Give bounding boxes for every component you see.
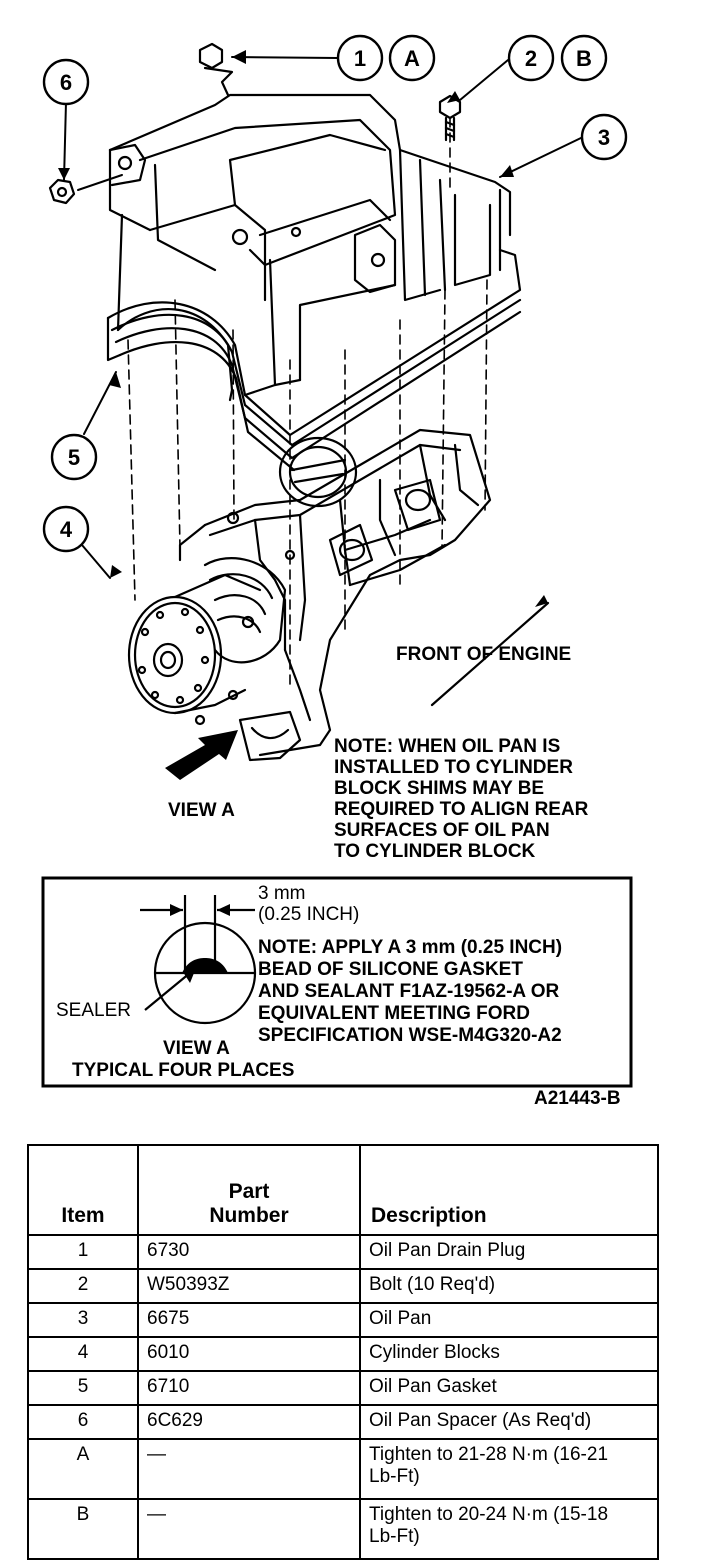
callout-5 [50, 433, 98, 481]
row-part-number: 6710 [137, 1370, 361, 1406]
callout-5-text: 5 [68, 445, 80, 470]
row-description-line: Tighten to 21-28 N·m (16-21 [369, 1444, 609, 1465]
figure-id: A21443-B [534, 1088, 621, 1109]
callout-b-text: B [576, 46, 592, 71]
detail-view-a-label: VIEW A [163, 1038, 230, 1059]
row-part-number: — [137, 1438, 361, 1500]
header-item: Item [27, 1144, 139, 1236]
row-description: Cylinder Blocks [359, 1336, 659, 1372]
sealant-note-line: EQUIVALENT MEETING FORD [258, 1003, 530, 1024]
dimension-inch: (0.25 INCH) [258, 904, 359, 925]
shim-note: NOTE: WHEN OIL PAN IS INSTALLED TO CYLIN… [334, 736, 589, 862]
callout-a [388, 34, 436, 82]
typical-four-places: TYPICAL FOUR PLACES [72, 1060, 294, 1081]
row-description: Oil Pan Drain Plug [359, 1234, 659, 1270]
row-item: A [27, 1438, 139, 1500]
table-row: 1 6730 Oil Pan Drain Plug [27, 1234, 659, 1270]
view-a-detail-box: 3 mm (0.25 INCH) SEALER VIEW A TYPICAL F… [41, 876, 633, 1088]
sealant-note-line: AND SEALANT F1AZ-19562-A OR [258, 981, 560, 1002]
row-description: Oil Pan Gasket [359, 1370, 659, 1406]
oil-pan-drawing [106, 93, 522, 472]
pan-bolt [438, 94, 462, 142]
sealant-note-line: BEAD OF SILICONE GASKET [258, 959, 523, 980]
row-description-line: Lb-Ft) [369, 1526, 420, 1547]
table-row: 6 6C629 Oil Pan Spacer (As Req'd) [27, 1404, 659, 1440]
oil-pan-exploded-diagram: 1 A 2 B 3 4 5 6 FRONT OF ENGINE VIEW A N… [41, 34, 633, 1109]
shim-note-line: TO CYLINDER BLOCK [334, 841, 536, 862]
callout-4 [42, 505, 90, 553]
row-description-line: Tighten to 20-24 N·m (15-18 [369, 1504, 609, 1525]
header-part-line2: Number [209, 1204, 289, 1227]
table-row: 5 6710 Oil Pan Gasket [27, 1370, 659, 1406]
table-row: 2 W50393Z Bolt (10 Req'd) [27, 1268, 659, 1304]
row-part-number: 6010 [137, 1336, 361, 1372]
row-item: 3 [27, 1302, 139, 1338]
callout-2-text: 2 [525, 46, 537, 71]
callout-6-text: 6 [60, 70, 72, 95]
shim-note-line: INSTALLED TO CYLINDER [334, 757, 573, 778]
row-description: Oil Pan Spacer (As Req'd) [359, 1404, 659, 1440]
front-of-engine-label: FRONT OF ENGINE [396, 644, 571, 665]
cylinder-block-drawing [127, 428, 492, 762]
row-description-line: Lb-Ft) [369, 1466, 420, 1487]
callout-4-text: 4 [60, 517, 73, 542]
callout-a-text: A [404, 46, 420, 71]
sealant-note: NOTE: APPLY A 3 mm (0.25 INCH) BEAD OF S… [258, 937, 562, 1046]
row-item: 1 [27, 1234, 139, 1270]
drain-plug-bolt [198, 42, 234, 97]
sealant-note-line: SPECIFICATION WSE-M4G320-A2 [258, 1025, 562, 1046]
row-part-number: W50393Z [137, 1268, 361, 1304]
shim-note-line: SURFACES OF OIL PAN [334, 820, 550, 841]
callout-2 [507, 34, 555, 82]
row-description: Bolt (10 Req'd) [359, 1268, 659, 1304]
row-part-number: 6675 [137, 1302, 361, 1338]
alignment-lines [127, 117, 488, 691]
row-item: 2 [27, 1268, 139, 1304]
header-part-line1: Part [228, 1180, 270, 1203]
shim-note-line: BLOCK SHIMS MAY BE [334, 778, 544, 799]
row-item: 4 [27, 1336, 139, 1372]
shim-note-line: REQUIRED TO ALIGN REAR [334, 799, 589, 820]
row-part-number: — [137, 1498, 361, 1560]
front-arrow [430, 601, 550, 707]
table-row: 3 6675 Oil Pan [27, 1302, 659, 1338]
sealant-note-line: NOTE: APPLY A 3 mm (0.25 INCH) [258, 937, 562, 958]
callout-3 [580, 113, 628, 161]
callout-1 [336, 34, 384, 82]
row-item: 6 [27, 1404, 139, 1440]
view-a-label: VIEW A [168, 800, 235, 821]
table-row: 4 6010 Cylinder Blocks [27, 1336, 659, 1372]
callout-b [560, 34, 608, 82]
spacer-nut [48, 178, 76, 205]
row-part-number: 6C629 [137, 1404, 361, 1440]
row-item: 5 [27, 1370, 139, 1406]
header-description: Description [359, 1144, 659, 1236]
row-item: B [27, 1498, 139, 1560]
sealer-label: SEALER [56, 1000, 131, 1021]
row-description: Oil Pan [359, 1302, 659, 1338]
row-part-number: 6730 [137, 1234, 361, 1270]
callout-6 [42, 58, 90, 106]
callout-1-text: 1 [354, 46, 366, 71]
dimension-mm: 3 mm [258, 883, 306, 904]
shim-note-line: NOTE: WHEN OIL PAN IS [334, 736, 560, 757]
view-a-arrow [165, 730, 238, 780]
callout-3-text: 3 [598, 125, 610, 150]
